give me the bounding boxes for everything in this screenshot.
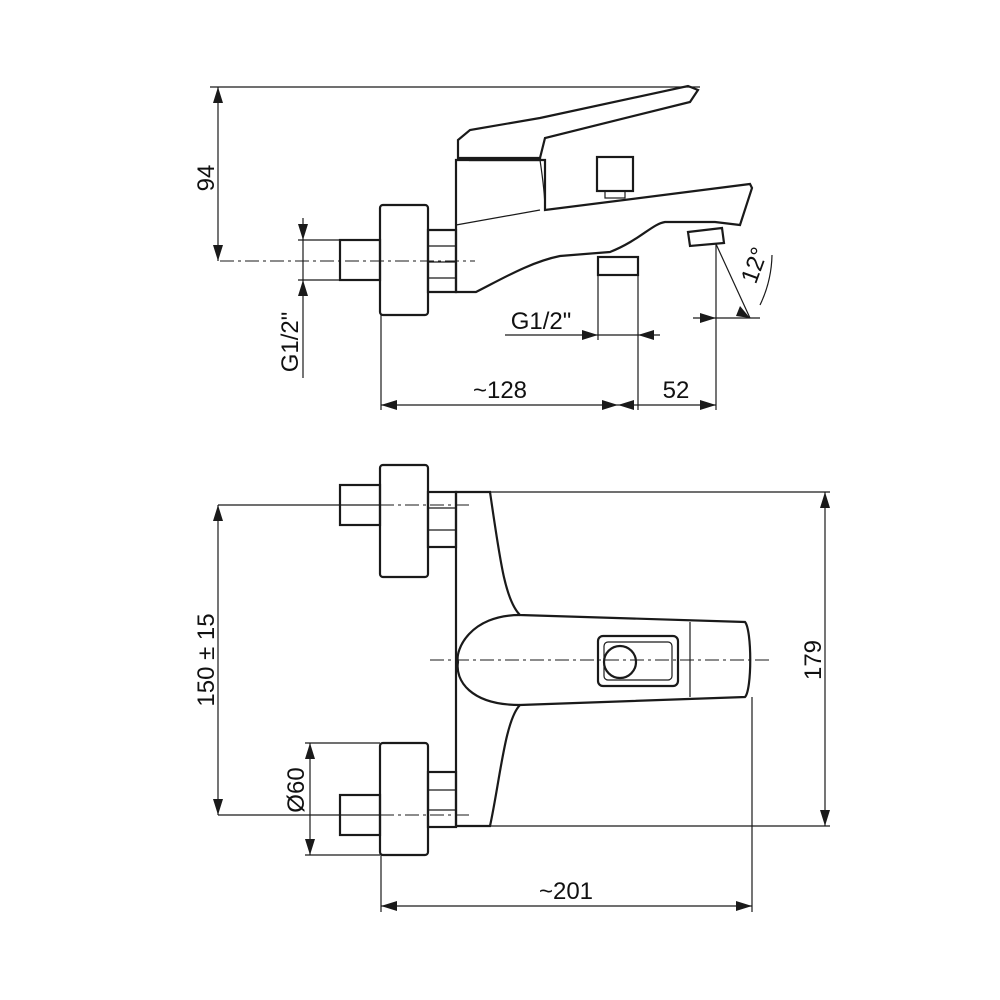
dim-128: ~128 xyxy=(473,377,527,404)
bottom-outlet xyxy=(596,255,640,277)
dim-52: 52 xyxy=(663,377,690,404)
nut-side xyxy=(426,228,458,294)
plan-view xyxy=(213,463,830,912)
lever-handle xyxy=(456,84,700,160)
mixer-body xyxy=(454,158,754,294)
flange-lower xyxy=(378,741,430,857)
dim-inlet-thread: G1/2" xyxy=(277,312,304,373)
dim-201: ~201 xyxy=(539,878,593,905)
dim-outlet-thread: G1/2" xyxy=(511,308,572,335)
dim-150: 150 ± 15 xyxy=(193,613,220,706)
inlet-pipe-side xyxy=(338,238,382,282)
side-view xyxy=(210,84,773,410)
diverter-plan xyxy=(596,634,680,688)
dim-diameter-60: Ø60 xyxy=(283,767,310,812)
mixer-body-plan xyxy=(454,490,752,828)
flange-side xyxy=(378,203,430,317)
diverter-knob xyxy=(595,155,635,193)
flange-upper xyxy=(378,463,430,579)
dim-94: 94 xyxy=(193,165,220,192)
dim-179: 179 xyxy=(800,640,827,680)
